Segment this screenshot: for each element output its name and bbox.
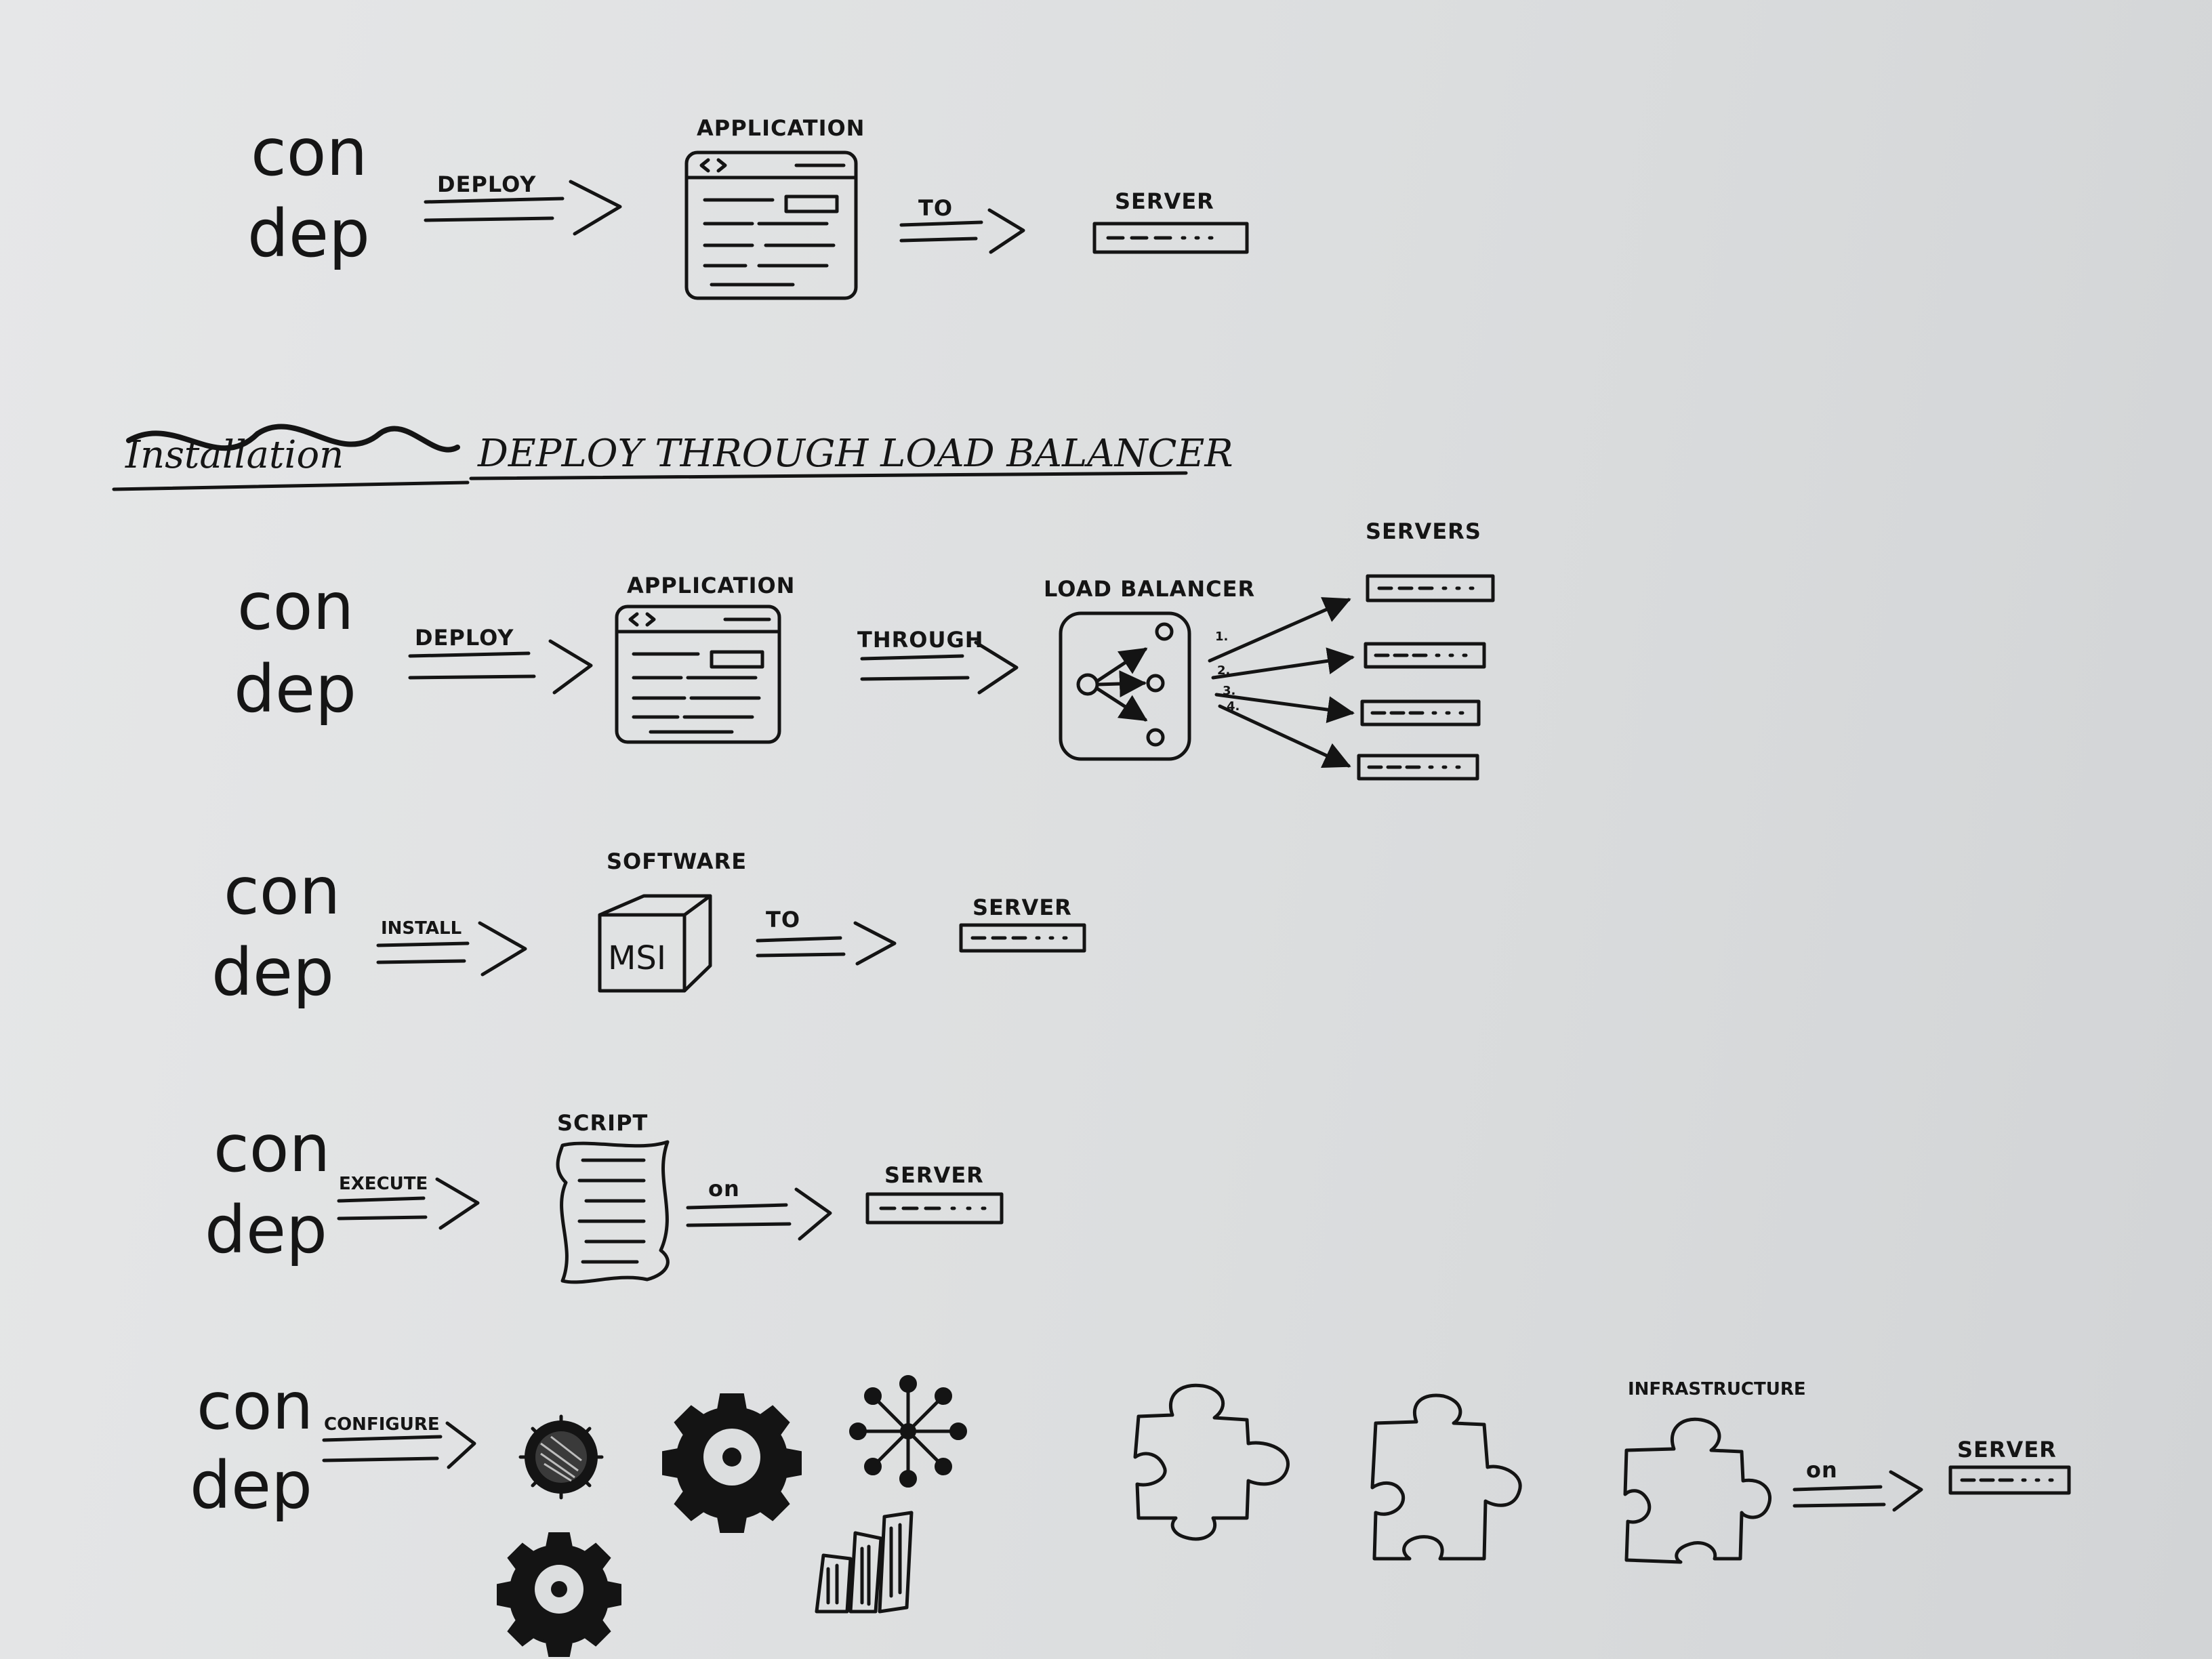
double-arrow-icon — [860, 640, 1019, 695]
verb-label: CONFIGURE — [324, 1414, 440, 1435]
logo-dep: dep — [234, 651, 356, 727]
logo-dep: dep — [211, 935, 334, 1010]
msi-package-icon: MSI — [598, 894, 712, 993]
server-icon — [1092, 222, 1249, 254]
logo-dep: dep — [247, 196, 370, 272]
double-arrow-icon — [686, 1187, 832, 1241]
row-5-configure-infrastructure: con dep CONFIGURE — [190, 1368, 2071, 1657]
balancer-label: LOAD BALANCER — [1044, 576, 1255, 602]
puzzle-piece-icon — [1370, 1393, 1522, 1561]
server-icon — [1360, 699, 1481, 726]
logo-con: con — [224, 853, 340, 929]
verb-label: DEPLOY — [415, 625, 514, 651]
prep-label: on — [1806, 1457, 1838, 1483]
server-icon — [1948, 1465, 2071, 1495]
double-arrow-icon — [424, 180, 622, 236]
server-icon — [959, 923, 1086, 953]
verb-label: DEPLOY — [437, 171, 536, 197]
double-arrow-icon — [408, 639, 593, 695]
application-window-icon — [684, 150, 858, 300]
object-label: APPLICATION — [627, 573, 795, 598]
logo-dep: dep — [205, 1192, 327, 1268]
row-3-install-software: con dep INSTALL SOFTWARE MSI TO SERVER — [211, 848, 1086, 1010]
buildings-icon — [815, 1511, 914, 1614]
network-node-icon — [849, 1375, 967, 1488]
object-label: APPLICATION — [697, 115, 865, 141]
load-balancer-icon — [1059, 611, 1191, 761]
server-icon — [1364, 642, 1486, 669]
target-label: SERVER — [972, 895, 1072, 920]
double-arrow-icon — [376, 921, 527, 977]
double-arrow-icon — [337, 1177, 480, 1230]
order-number: 1. — [1215, 630, 1228, 644]
section-heading: Installation DEPLOY THROUGH LOAD BALANCE… — [112, 424, 1233, 491]
scribble-strikeout — [126, 424, 460, 453]
target-label: SERVER — [1957, 1437, 2057, 1462]
row-4-execute-script: con dep EXECUTE SCRIPT on SERVER — [205, 1110, 1004, 1284]
gear-icon — [497, 1532, 621, 1657]
heading-title: DEPLOY THROUGH LOAD BALANCER — [477, 432, 1233, 476]
logo-con: con — [251, 115, 367, 190]
object-label: SCRIPT — [557, 1110, 648, 1136]
fan-out-arrows — [1208, 597, 1355, 769]
logo-con: con — [197, 1368, 313, 1444]
double-arrow-icon — [899, 208, 1025, 254]
target-label: SERVER — [1115, 188, 1214, 214]
gear-icon — [518, 1414, 604, 1500]
row-1-deploy-to-server: con dep DEPLOY APPLICATION TO SERVER — [247, 115, 1249, 300]
server-icon — [1357, 754, 1479, 781]
target-label: SERVER — [884, 1162, 984, 1188]
object-label: INFRASTRUCTURE — [1628, 1379, 1806, 1399]
prep-label: THROUGH — [857, 627, 983, 653]
prep-label: on — [708, 1176, 740, 1202]
double-arrow-icon — [1793, 1470, 1923, 1512]
verb-label: EXECUTE — [339, 1174, 428, 1194]
msi-box-label: MSI — [608, 939, 666, 977]
verb-label: INSTALL — [381, 918, 462, 939]
logo-con: con — [213, 1111, 330, 1187]
server-icon — [1366, 574, 1495, 602]
logo-dep: dep — [190, 1448, 312, 1523]
double-arrow-icon — [322, 1421, 476, 1469]
double-arrow-icon — [756, 921, 897, 966]
logo-con: con — [237, 569, 354, 644]
targets-label: SERVERS — [1366, 518, 1481, 544]
object-label: SOFTWARE — [607, 848, 747, 874]
script-scroll-icon — [556, 1140, 670, 1284]
crossed-out-word: Installation — [125, 433, 344, 477]
application-window-icon — [615, 605, 781, 744]
heading-underline — [112, 471, 1188, 491]
gear-icon — [662, 1393, 802, 1533]
puzzle-piece-icon — [1133, 1383, 1290, 1541]
prep-label: TO — [918, 195, 953, 221]
prep-label: TO — [766, 907, 800, 933]
infrastructure-puzzle-icon — [1623, 1417, 1772, 1564]
row-2-deploy-through-load-balancer: con dep DEPLOY APPLICATION THROUGH LOAD … — [234, 518, 1495, 781]
server-icon — [865, 1192, 1004, 1225]
